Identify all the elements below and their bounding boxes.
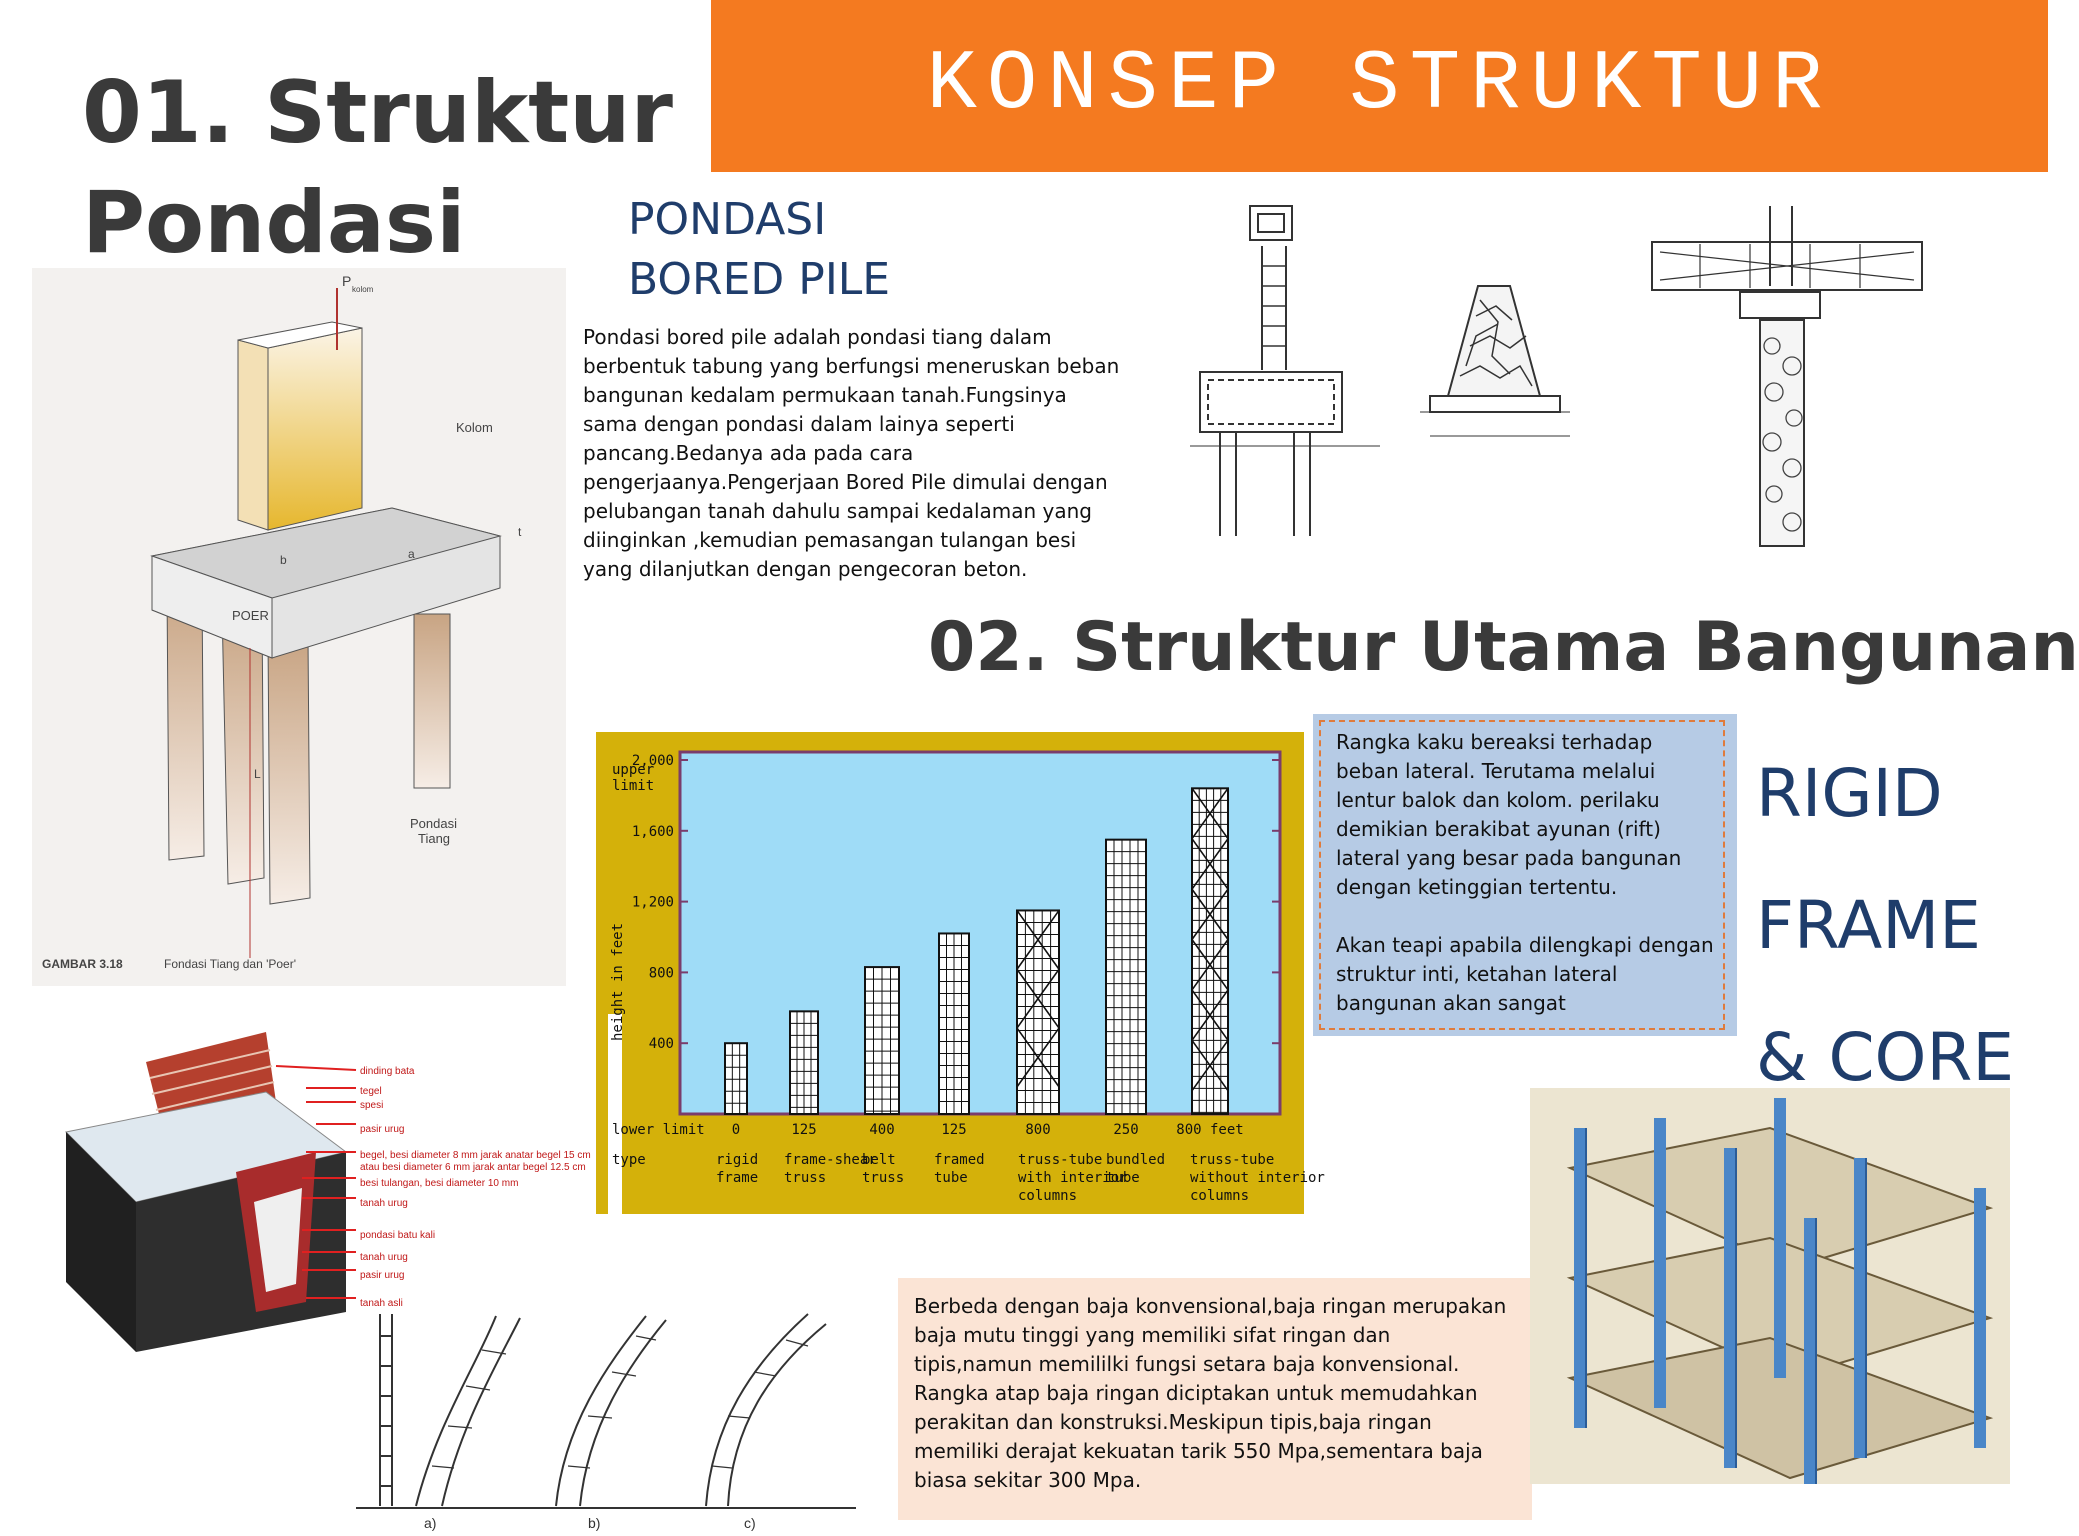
wall-label: tegel (360, 1086, 382, 1097)
chart-ylabel: height in feet (610, 923, 626, 1041)
wall-label: tanah asli (360, 1298, 403, 1309)
rigid-frame-core-heading: RIGID FRAME & CORE (1756, 728, 2014, 1124)
chart-lower-limit: 125 (941, 1122, 966, 1138)
rigid-frame-core-line3: & CORE (1756, 1019, 2015, 1096)
chart-lower-row-label: lower limit (612, 1122, 705, 1138)
pile-label-b: b (280, 553, 287, 567)
chart-bar-brace (1016, 968, 1060, 1029)
bored-pile-heading: PONDASI BORED PILE (628, 190, 890, 310)
pile-label-l: L (254, 767, 261, 781)
wall-label: atau besi diameter 6 mm jarak antar bege… (360, 1162, 586, 1173)
rigid-frame-box: Rangka kaku bereaksi terhadap beban late… (1313, 714, 1737, 1036)
pile-label-a: a (408, 547, 415, 561)
wall-label: pasir urug (360, 1124, 404, 1135)
wall-label: tanah urug (360, 1198, 408, 1209)
chart-ytick-label: 1,200 (632, 895, 674, 911)
pile-label-poer: POER (232, 608, 269, 623)
wall-label: besi tulangan, besi diameter 10 mm (360, 1178, 518, 1189)
chart-ytick-label: 1,600 (632, 824, 674, 840)
bored-pile-heading-line2: BORED PILE (628, 254, 891, 305)
chart-bar (1191, 787, 1229, 1115)
banner-title: KONSEP STRUKTUR (926, 38, 1833, 133)
pile-label-t: t (518, 525, 522, 539)
chart-lower-limit: 250 (1113, 1122, 1138, 1138)
pile-caption-number: GAMBAR 3.18 (42, 957, 123, 971)
chart-lower-limit: 125 (791, 1122, 816, 1138)
wall-label: tanah urug (360, 1252, 408, 1263)
rigid-frame-text-1: Rangka kaku bereaksi terhadap beban late… (1336, 730, 1682, 899)
chart-bar-brace (1191, 1039, 1229, 1092)
sway-label-a: a) (424, 1515, 436, 1531)
chart-lower-limit: 0 (732, 1122, 740, 1138)
foundation-section-drawing (1190, 205, 1570, 536)
wall-label: pondasi batu kali (360, 1230, 435, 1241)
chart-plot-area (678, 750, 1282, 1116)
section1-title-line1: 01. Struktur (82, 63, 673, 163)
chart-bar-brace (1191, 888, 1229, 940)
light-steel-text-1: Berbeda dengan baja konvensional,baja ri… (914, 1294, 1507, 1376)
chart-lower-limit: 400 (869, 1122, 894, 1138)
chart-lower-limit: 800 (1025, 1122, 1050, 1138)
light-steel-text-2: Rangka atap baja ringan diciptakan untuk… (914, 1381, 1483, 1492)
chart-bar-brace (1016, 909, 1060, 970)
stone-foundation-figure: dinding bata tegel spesi pasir urug begel, b… (64, 1032, 591, 1352)
chart-bar-brace (1191, 838, 1229, 890)
chart-ytick-label: 2,000 (632, 753, 674, 769)
chart-type-row-label: type (612, 1152, 646, 1168)
chart-ytick-label: 800 (649, 965, 674, 981)
sway-label-c: c) (744, 1515, 756, 1531)
chart-bar-brace (1016, 1027, 1060, 1088)
chart-bar-brace (1191, 787, 1229, 840)
chart-lower-limit: 800 feet (1176, 1122, 1243, 1138)
light-steel-box: Berbeda dengan baja konvensional,baja ri… (898, 1278, 1532, 1520)
sway-label-b: b) (588, 1515, 600, 1531)
bored-pile-heading-line1: PONDASI (628, 194, 827, 245)
wall-label: begel, besi diameter 8 mm jarak anatar b… (360, 1150, 591, 1161)
rigid-frame-core-line2: FRAME (1756, 887, 1981, 964)
rigid-frame-core-line1: RIGID (1756, 755, 1943, 832)
pile-label-p-sub: kolom (352, 285, 374, 294)
section1-title: 01. Struktur Pondasi (82, 58, 673, 278)
chart-bar (1016, 909, 1060, 1115)
title-banner: KONSEP STRUKTUR (711, 0, 2048, 172)
chart-bar-brace (1191, 989, 1229, 1041)
chart-ytick-label: 400 (649, 1036, 674, 1052)
chart-bar (1105, 838, 1147, 1116)
sloof-section-drawing (1651, 206, 1923, 547)
rigid-frame-text-2: Akan teapi apabila dilengkapi dengan str… (1336, 933, 1714, 1015)
section2-title: 02. Struktur Utama Bangunan (928, 608, 2079, 687)
lateral-sway-figure: a) b) c) (356, 1313, 856, 1531)
pile-caption: Fondasi Tiang dan 'Poer' (164, 957, 296, 971)
pile-label-p: P (342, 273, 351, 289)
chart-bar (724, 1042, 748, 1116)
chart-bar-brace (1191, 939, 1229, 991)
wall-label: spesi (360, 1100, 383, 1111)
section1-title-line2: Pondasi (82, 173, 466, 273)
pile-label-kolom: Kolom (456, 420, 493, 435)
wall-label: dinding bata (360, 1066, 415, 1077)
bored-pile-paragraph: Pondasi bored pile adalah pondasi tiang … (583, 325, 1120, 581)
rigid-frame-building-figure (1530, 1088, 2010, 1484)
wall-label: pasir urug (360, 1270, 404, 1281)
